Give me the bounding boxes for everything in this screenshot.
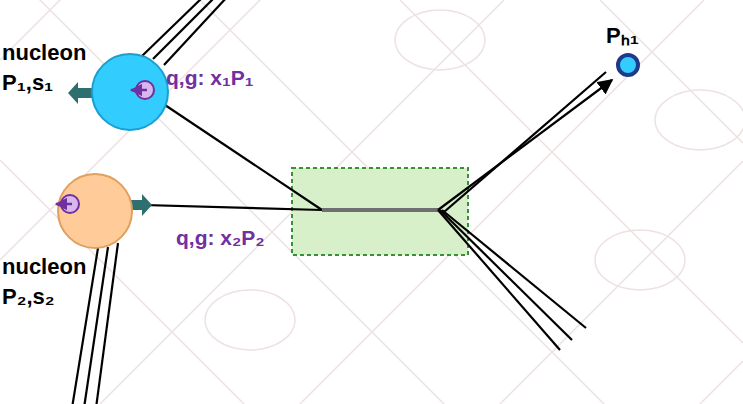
parton-arrow [56,203,72,206]
circle-shape [618,55,638,75]
parton-label: q,g: x₂P₂ [176,226,265,250]
nucleon-label: nucleon P₁,s₁ [2,38,98,98]
nucleon-circle: nucleon P₁,s₁ [90,52,170,132]
circle-shape [92,54,168,130]
circle-outline [616,53,640,77]
parton-arrow [131,89,147,92]
propagator [322,208,438,212]
nucleon-circle: nucleon P₂,s₂ [56,172,134,250]
circle-outline [90,52,170,132]
hadron-circle: Pₕ₁ [616,53,640,77]
parton-label: q,g: x₁P₁ [166,66,253,90]
nucleon-label: nucleon P₂,s₂ [2,252,98,312]
circle-outline [56,172,134,250]
jet-lines [438,72,612,350]
hadron-label: Pₕ₁ [606,21,666,51]
circle-shape [58,174,132,248]
